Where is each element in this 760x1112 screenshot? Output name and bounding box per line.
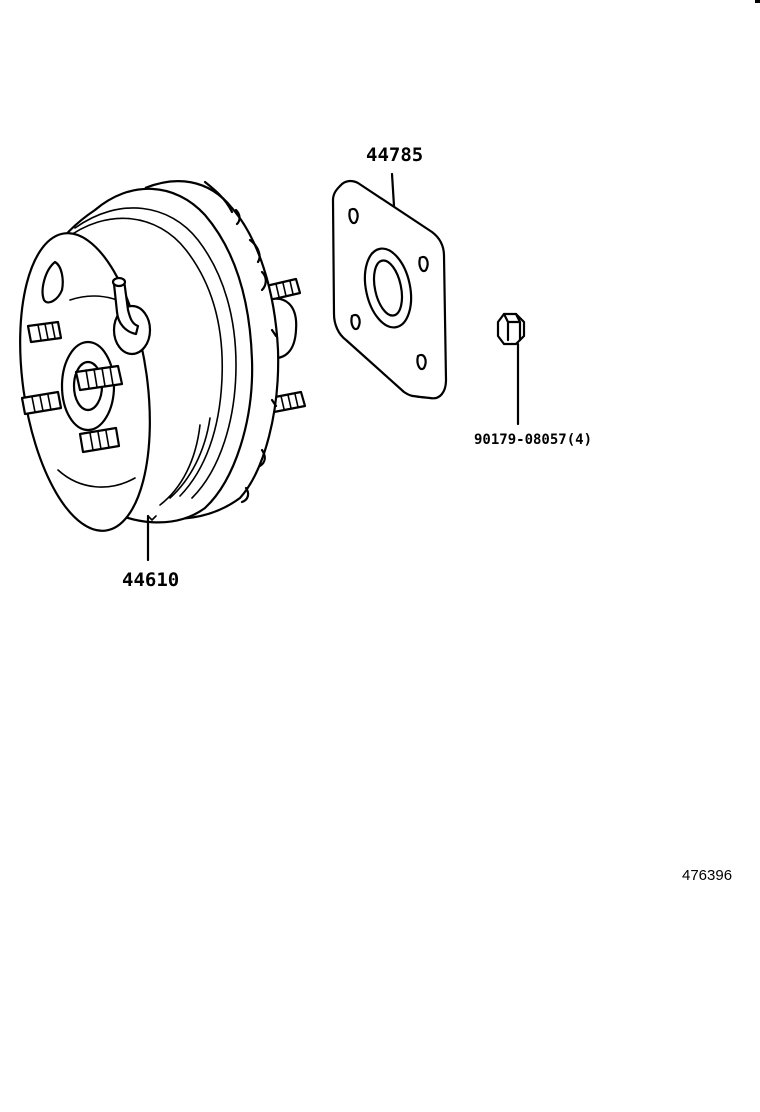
gasket-plate: [331, 179, 448, 400]
leader-44785: [390, 172, 396, 208]
gasket-drawing: [331, 172, 448, 400]
front-stud-upper-left: [26, 320, 63, 344]
brake-booster-drawing: [19, 180, 307, 562]
diagram-reference-number: 476396: [682, 867, 732, 884]
part-number-44785: 44785: [366, 144, 423, 166]
front-stud-lower-left: [20, 390, 63, 416]
rear-stud-lower: [268, 390, 307, 414]
corner-mark: [755, 0, 760, 3]
part-number-44610: 44610: [122, 569, 179, 591]
face-cutout: [41, 260, 64, 304]
part-number-90179: 90179-08057(4): [474, 432, 592, 448]
check-valve: [111, 276, 152, 356]
center-hub: [60, 340, 124, 432]
front-stud-bottom: [78, 426, 121, 454]
nut-drawing: [496, 312, 526, 426]
